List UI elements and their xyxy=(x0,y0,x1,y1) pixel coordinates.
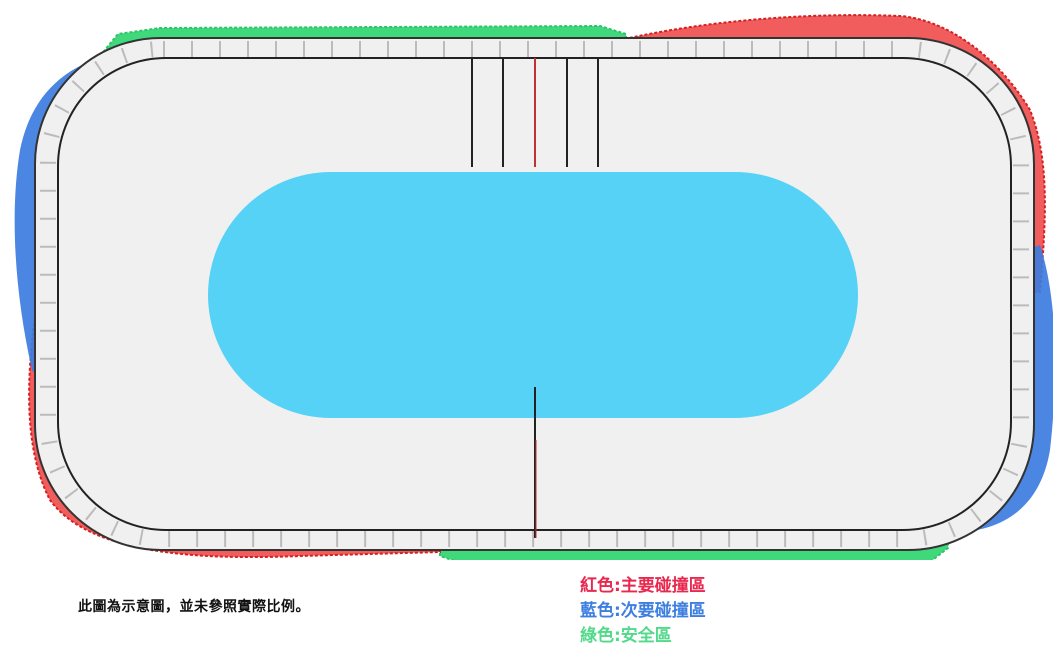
legend-green-safe-zone: 綠色:安全區 xyxy=(580,626,672,646)
red-primary-zone-bottom-left xyxy=(28,307,441,559)
legend-blue-secondary-zone: 藍色:次要碰撞區 xyxy=(580,601,706,621)
disclaimer-note: 此圖為示意圖，並未參照實際比例。 xyxy=(78,599,310,615)
rink-diagram xyxy=(14,14,1053,560)
legend-red-primary-zone: 紅色:主要碰撞區 xyxy=(580,576,706,596)
legend: 紅色:主要碰撞區 藍色:次要碰撞區 綠色:安全區 xyxy=(580,574,706,649)
infield xyxy=(208,172,858,418)
start-lines xyxy=(471,58,599,167)
